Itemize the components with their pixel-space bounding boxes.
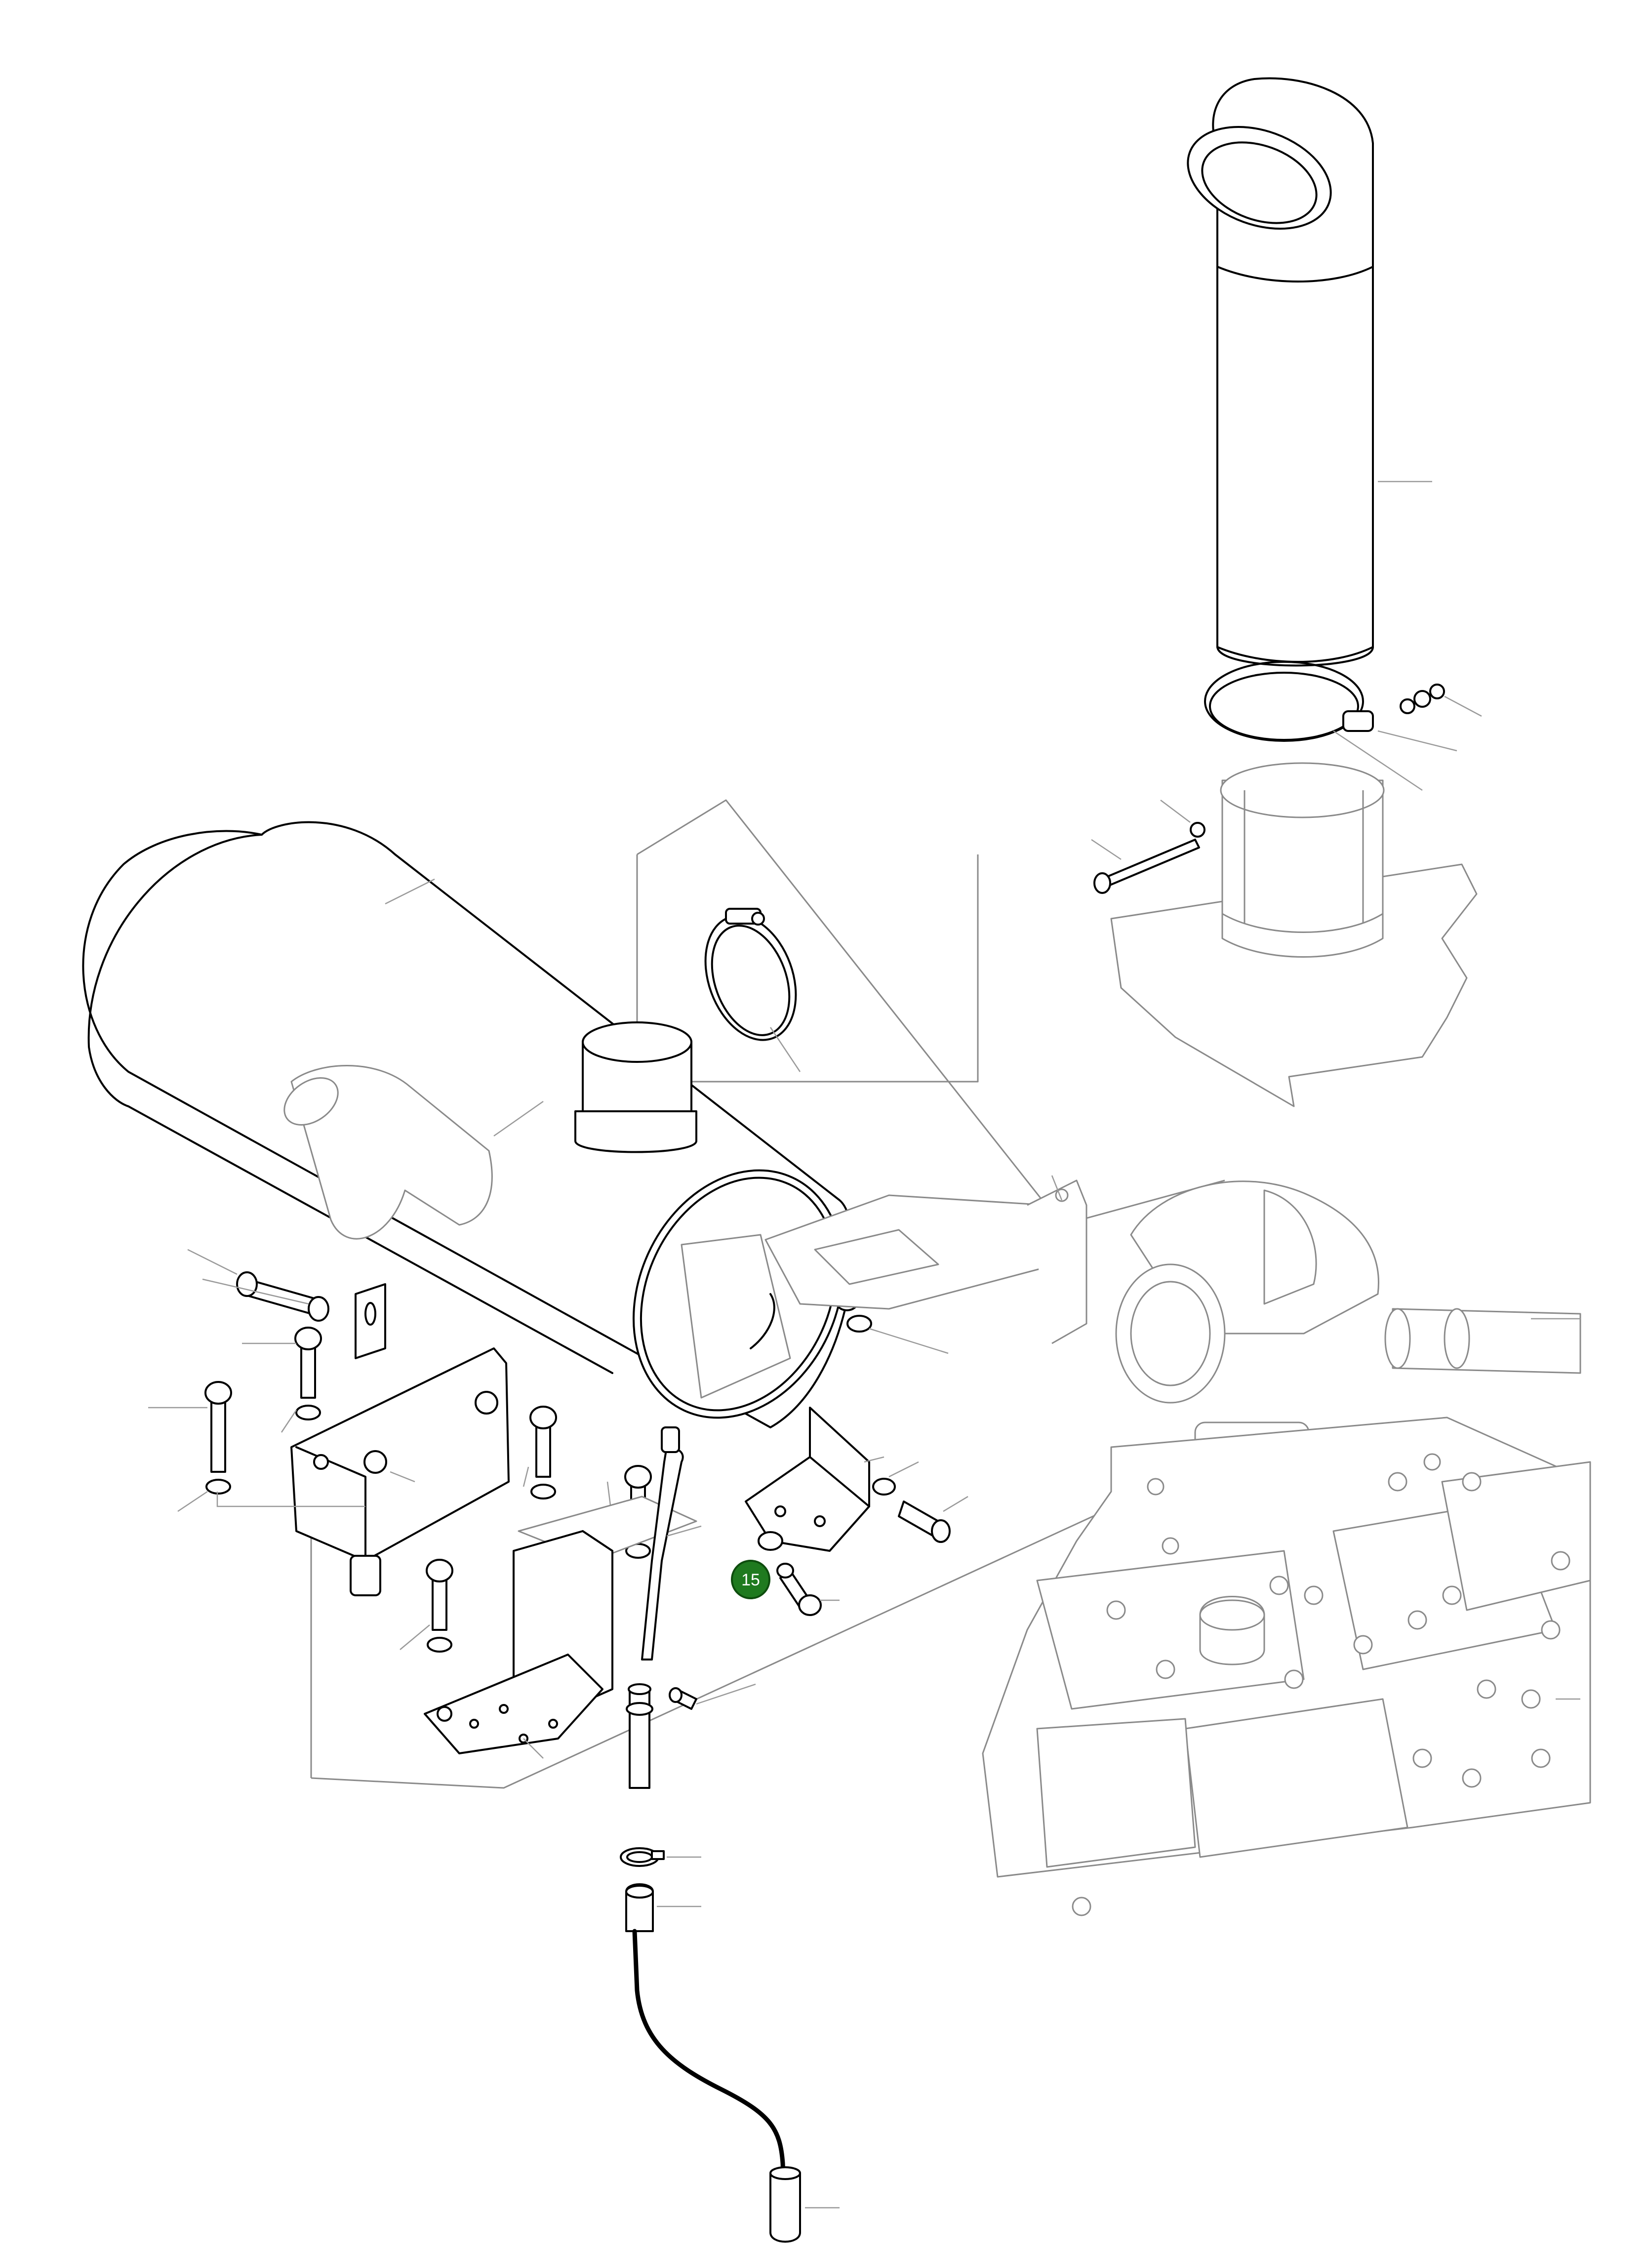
drain-tube-fitting bbox=[669, 1683, 756, 1710]
engine-bolts bbox=[1072, 1453, 1570, 1916]
bracket-bolt-1 bbox=[187, 1249, 329, 1322]
muffler-clamp bbox=[704, 908, 801, 1072]
bracket-bolt-2 bbox=[242, 1327, 322, 1433]
muffler-support-stand bbox=[424, 1496, 697, 1759]
bracket-bolt-lower bbox=[758, 1531, 840, 1616]
tailpipe-clamp bbox=[1204, 661, 1482, 791]
hose-clamp bbox=[620, 1847, 701, 1867]
engine-block bbox=[982, 1180, 1591, 1916]
exhaust-stub-pipe bbox=[1110, 762, 1478, 1107]
muffler-front-bracket bbox=[290, 1283, 510, 1596]
base-bolt-3 bbox=[400, 1559, 453, 1653]
callout-15-label: 15 bbox=[741, 1571, 760, 1589]
tailpipe bbox=[1187, 77, 1374, 667]
base-bolt-1 bbox=[522, 1406, 557, 1499]
muffler-side-bracket bbox=[745, 1407, 884, 1552]
drain-tube bbox=[626, 1426, 702, 1789]
assembly-frame-lines bbox=[310, 799, 1225, 1789]
tailpipe-clamp-bolt bbox=[1091, 800, 1205, 894]
heat-shield bbox=[764, 1175, 1087, 1344]
side-bracket-bolt bbox=[872, 1461, 968, 1543]
drain-hose bbox=[625, 1883, 840, 2243]
bracket-bolt-3 bbox=[148, 1381, 365, 1512]
callout-15[interactable]: 15 bbox=[731, 1560, 770, 1599]
